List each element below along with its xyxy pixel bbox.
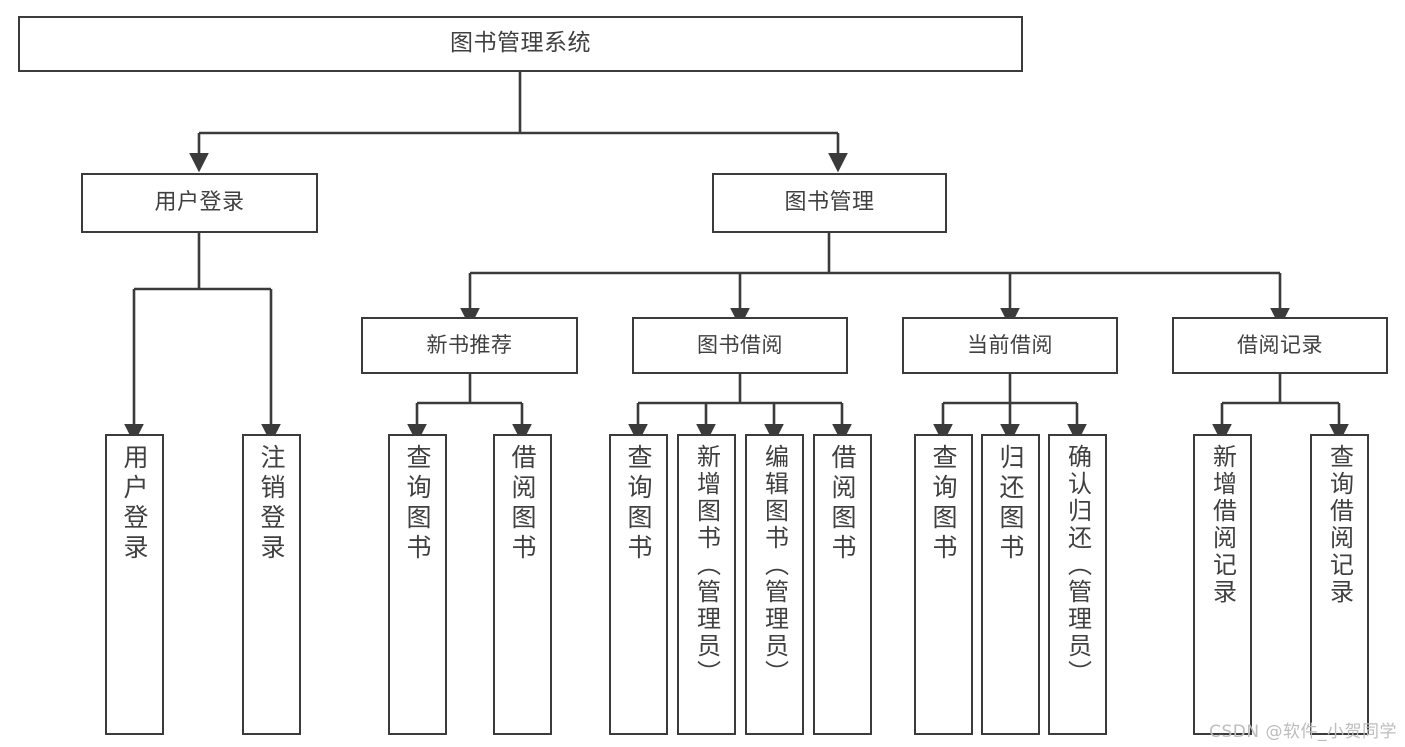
node-label: 注销登录 (257, 444, 286, 564)
node-new-book-recommend[interactable]: 新书推荐 (361, 317, 578, 374)
node-book-management[interactable]: 图书管理 (712, 173, 947, 233)
node-label: 确认归还（管理员） (1063, 444, 1092, 687)
leaf-user-login-logout[interactable]: 注销登录 (242, 434, 301, 735)
node-label: 查询图书 (929, 444, 958, 564)
node-label: 新增图书（管理员） (692, 444, 721, 687)
leaf-new-book-query-book[interactable]: 查询图书 (388, 434, 447, 735)
node-label: 查询图书 (624, 444, 653, 564)
watermark: CSDN @软件_小贺同学 (1209, 722, 1397, 742)
leaf-current-borrow-confirm-return-admin[interactable]: 确认归还（管理员） (1048, 434, 1107, 735)
node-label: 图书管理系统 (450, 30, 591, 57)
node-label: 当前借阅 (967, 333, 1053, 358)
leaf-book-borrow-borrow-book[interactable]: 借阅图书 (813, 434, 872, 735)
leaf-book-borrow-edit-book-admin[interactable]: 编辑图书（管理员） (745, 434, 804, 735)
node-label: 新增借阅记录 (1208, 444, 1237, 606)
leaf-book-borrow-query-book[interactable]: 查询图书 (609, 434, 668, 735)
node-book-borrow[interactable]: 图书借阅 (632, 317, 848, 374)
node-label: 用户登录 (154, 190, 245, 216)
leaf-new-book-borrow-book[interactable]: 借阅图书 (493, 434, 552, 735)
leaf-current-borrow-return-book[interactable]: 归还图书 (981, 434, 1040, 735)
leaf-borrow-record-add-record[interactable]: 新增借阅记录 (1193, 434, 1252, 735)
leaf-book-borrow-add-book-admin[interactable]: 新增图书（管理员） (677, 434, 736, 735)
node-label: 编辑图书（管理员） (760, 444, 789, 687)
node-label: 图书管理 (784, 190, 875, 216)
node-label: 图书借阅 (697, 333, 783, 358)
node-label: 用户登录 (120, 444, 149, 564)
node-user-login[interactable]: 用户登录 (81, 173, 318, 233)
node-borrow-record[interactable]: 借阅记录 (1172, 317, 1388, 374)
leaf-borrow-record-query-record[interactable]: 查询借阅记录 (1310, 434, 1369, 735)
node-label: 借阅图书 (828, 444, 857, 564)
leaf-user-login-login[interactable]: 用户登录 (105, 434, 164, 735)
node-current-borrow[interactable]: 当前借阅 (902, 317, 1118, 374)
node-label: 借阅图书 (508, 444, 537, 564)
node-root-book-management-system[interactable]: 图书管理系统 (18, 16, 1023, 72)
node-label: 查询图书 (403, 444, 432, 564)
node-label: 新书推荐 (426, 333, 513, 358)
node-label: 归还图书 (996, 444, 1025, 564)
leaf-current-borrow-query-book[interactable]: 查询图书 (914, 434, 973, 735)
node-label: 查询借阅记录 (1325, 444, 1354, 606)
node-label: 借阅记录 (1237, 333, 1323, 358)
